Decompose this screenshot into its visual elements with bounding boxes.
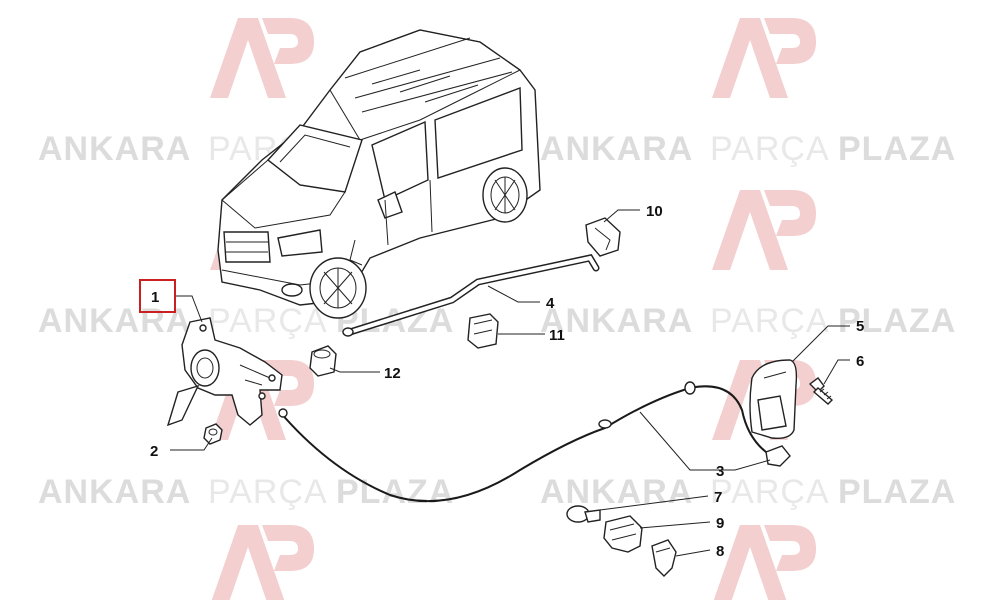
release-rod-part bbox=[342, 254, 600, 337]
watermark-text: PARÇA bbox=[710, 130, 830, 168]
screw-part-6 bbox=[808, 377, 834, 405]
callout-11[interactable]: 11 bbox=[549, 327, 565, 344]
leader-line-7 bbox=[599, 495, 709, 511]
watermark-text: PLAZA bbox=[838, 130, 956, 168]
watermark-logo bbox=[713, 525, 816, 600]
grommet-part-7 bbox=[566, 505, 601, 523]
leader-line-1 bbox=[175, 295, 203, 323]
callout-12[interactable]: 12 bbox=[384, 365, 401, 382]
callout-8[interactable]: 8 bbox=[716, 543, 724, 560]
watermark-text: ANKARA bbox=[540, 473, 693, 511]
callout-9[interactable]: 9 bbox=[716, 515, 724, 532]
watermark-layer: ANKARA PARÇA ANKARA PARÇA PLAZA ANKARA P… bbox=[38, 18, 956, 600]
leader-line-3 bbox=[639, 411, 712, 471]
release-handle-part-5 bbox=[749, 359, 798, 440]
leader-line-6 bbox=[823, 359, 850, 385]
callout-labels: 1 2 3 4 5 6 7 8 9 10 11 12 bbox=[139, 203, 864, 560]
watermark-text: PARÇA bbox=[710, 302, 830, 340]
watermark-text: ANKARA bbox=[540, 302, 693, 340]
watermark-logo bbox=[211, 525, 314, 600]
leader-line-9 bbox=[639, 521, 711, 529]
watermark-text-row: ANKARA PARÇA PLAZA ANKARA PARÇA PLAZA bbox=[38, 473, 956, 511]
watermark-text: PARÇA bbox=[208, 302, 328, 340]
watermark-text-row: ANKARA PARÇA PLAZA ANKARA PARÇA PLAZA bbox=[38, 302, 956, 340]
watermark-logo bbox=[210, 18, 314, 98]
highlight-box bbox=[139, 279, 176, 313]
leader-line-3b bbox=[712, 459, 771, 471]
van-illustration bbox=[217, 29, 541, 319]
leader-line-8 bbox=[675, 549, 711, 557]
watermark-text: PLAZA bbox=[336, 473, 454, 511]
callout-5[interactable]: 5 bbox=[856, 318, 864, 335]
leader-line-4 bbox=[487, 285, 540, 303]
hood-lock-part-1 bbox=[166, 317, 283, 427]
leader-line-2 bbox=[170, 437, 213, 451]
watermark-logo bbox=[712, 18, 816, 98]
callout-2[interactable]: 2 bbox=[150, 443, 158, 460]
watermark-text: ANKARA bbox=[540, 130, 693, 168]
nut-part-2 bbox=[203, 423, 223, 445]
watermark-logo bbox=[712, 190, 816, 270]
watermark-text: PLAZA bbox=[838, 473, 956, 511]
callout-4[interactable]: 4 bbox=[546, 295, 555, 312]
watermark-text-row: ANKARA PARÇA ANKARA PARÇA PLAZA bbox=[38, 130, 956, 168]
bracket-part-11 bbox=[467, 313, 499, 349]
leader-line-10 bbox=[603, 209, 640, 223]
callout-6[interactable]: 6 bbox=[856, 353, 864, 370]
release-cable-part-3 bbox=[278, 381, 791, 503]
leader-line-12 bbox=[329, 367, 380, 373]
clip-part-8 bbox=[651, 539, 677, 577]
callout-1[interactable]: 1 bbox=[151, 289, 159, 306]
clip-part-9 bbox=[603, 515, 643, 553]
leader-line-5 bbox=[791, 325, 850, 363]
watermark-text: PLAZA bbox=[838, 302, 956, 340]
callout-7[interactable]: 7 bbox=[714, 489, 722, 506]
leader-lines bbox=[170, 209, 850, 557]
callout-10[interactable]: 10 bbox=[646, 203, 663, 220]
watermark-text: PARÇA bbox=[710, 473, 830, 511]
callout-3[interactable]: 3 bbox=[716, 463, 724, 480]
watermark-text: PARÇA bbox=[208, 473, 328, 511]
clip-part-10 bbox=[585, 217, 621, 257]
buffer-part-12 bbox=[309, 345, 337, 377]
watermark-text: ANKARA bbox=[38, 302, 191, 340]
watermark-text: ANKARA bbox=[38, 130, 191, 168]
watermark-text: ANKARA bbox=[38, 473, 191, 511]
